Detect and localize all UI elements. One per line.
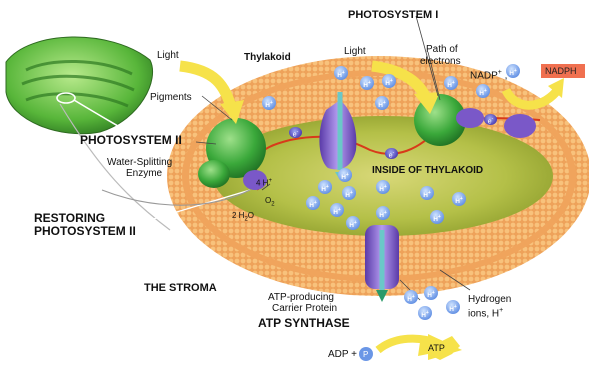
nadp-reductase [504, 114, 536, 138]
atp-label: ATP [428, 343, 445, 354]
h-ion: H+ [334, 66, 348, 80]
h-ion: H+ [318, 180, 332, 194]
atp-synthase-label: ATP SYNTHASE [258, 317, 350, 330]
h-ion: H+ [262, 96, 276, 110]
h-ion: H+ [506, 64, 520, 78]
h-ion: H+ [376, 206, 390, 220]
atp-carrier-label-2: Carrier Protein [272, 303, 337, 314]
h-ion: H+ [360, 76, 374, 90]
two-h2o-label: 2 H2O [232, 210, 254, 226]
photosystem-ii-label: PHOTOSYSTEM II [80, 134, 182, 147]
path-of-electrons-label-2: electrons [420, 56, 461, 67]
h-ion: H+ [346, 216, 360, 230]
h-ion: H+ [382, 74, 396, 88]
pigments-label: Pigments [150, 92, 192, 103]
water-splitting-label-2: Enzyme [126, 168, 162, 179]
h-ion: H+ [342, 186, 356, 200]
light-left-label: Light [157, 50, 179, 61]
water-splitting-label-1: Water-Splitting [107, 157, 172, 168]
h-ion: H+ [420, 186, 434, 200]
p-label: P [363, 349, 368, 360]
h-ion: H+ [424, 286, 438, 300]
h-ion: H+ [446, 300, 460, 314]
path-of-electrons-label-1: Path of [426, 44, 458, 55]
h-ion: H+ [444, 76, 458, 90]
electron-carrier: e- [385, 148, 398, 159]
nadph-label: NADPH [545, 66, 577, 77]
nadp-label: NADP+ , [470, 67, 507, 81]
h-ion: H+ [338, 168, 352, 182]
four-h-label: 4 H+ [256, 176, 272, 189]
h-ion: H+ [404, 290, 418, 304]
electron-carrier: e- [289, 127, 302, 138]
the-stroma-label: THE STROMA [144, 282, 217, 295]
h-ion: H+ [476, 84, 490, 98]
adp-label: ADP + [328, 349, 357, 360]
h-ion: H+ [306, 196, 320, 210]
o2-label: O2 [265, 195, 275, 211]
restoring-label-2: PHOTOSYSTEM II [34, 225, 136, 238]
hydrogen-ions-label-1: Hydrogen [468, 294, 511, 305]
h-ion: H+ [330, 203, 344, 217]
electron-carrier: e- [484, 114, 497, 125]
h-ion: H+ [430, 210, 444, 224]
atp-carrier-label-1: ATP-producing [268, 292, 334, 303]
h-ion: H+ [452, 192, 466, 206]
light-right-label: Light [344, 46, 366, 57]
h-ion: H+ [418, 306, 432, 320]
hydrogen-ions-label-2: ions, H+ [468, 305, 503, 319]
photosystem-i-title: PHOTOSYSTEM I [348, 10, 438, 21]
inside-of-thylakoid-label: INSIDE OF THYLAKOID [372, 165, 483, 176]
thylakoid-label: Thylakoid [244, 52, 291, 63]
h-ion: H+ [375, 96, 389, 110]
h-ion: H+ [376, 180, 390, 194]
